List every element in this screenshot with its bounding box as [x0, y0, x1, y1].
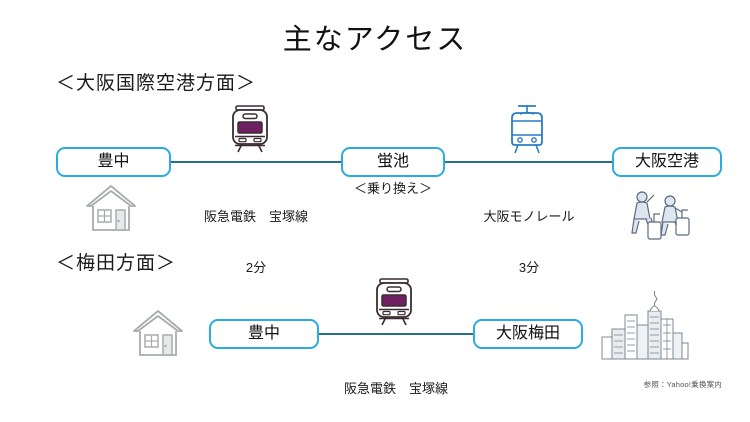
connector-line-toyonaka-osaka-umeda — [318, 333, 474, 335]
page-title: 主なアクセス — [282, 24, 468, 56]
station-box-osaka-umeda[interactable]: 大阪梅田 — [473, 319, 583, 349]
section-heading-airport: ＜大阪国際空港方面＞ — [56, 73, 257, 94]
train-icon — [370, 277, 418, 327]
station-box-osaka-airport[interactable]: 大阪空港 — [612, 147, 722, 177]
leg-label-hankyu-takarazuka-2min: 阪急電鉄 宝塚線 2分 — [176, 174, 336, 310]
station-box-toyonaka-airport-route[interactable]: 豊中 — [56, 147, 171, 177]
house-icon — [84, 182, 138, 234]
house-icon — [131, 307, 185, 359]
travelers-with-luggage-icon — [620, 188, 696, 246]
leg-label-osaka-monorail-3min: 大阪モノレール 3分 — [452, 174, 606, 310]
source-credit: 参照：Yahoo!乗換案内 — [643, 380, 722, 389]
leg-line-name: 阪急電鉄 宝塚線 — [343, 381, 448, 396]
city-skyline-icon — [600, 291, 690, 363]
leg-duration: 3分 — [518, 260, 540, 275]
monorail-icon — [505, 104, 549, 154]
section-heading-umeda: ＜梅田方面＞ — [56, 253, 177, 274]
leg-line-name: 大阪モノレール — [483, 209, 575, 224]
connector-line-toyonaka-hotarugaike — [170, 161, 342, 163]
leg-label-hankyu-takarazuka-11min: 阪急電鉄 宝塚線 １１分 — [318, 346, 474, 422]
leg-line-name: 阪急電鉄 宝塚線 — [203, 209, 308, 224]
train-icon — [226, 104, 274, 154]
station-box-toyonaka-umeda-route[interactable]: 豊中 — [209, 319, 319, 349]
connector-line-hotarugaike-osaka-airport — [444, 161, 613, 163]
leg-duration: 2分 — [245, 260, 267, 275]
transfer-note-hotarugaike: ＜乗り換え＞ — [353, 181, 432, 196]
station-box-hotarugaike[interactable]: 蛍池 — [341, 147, 445, 177]
